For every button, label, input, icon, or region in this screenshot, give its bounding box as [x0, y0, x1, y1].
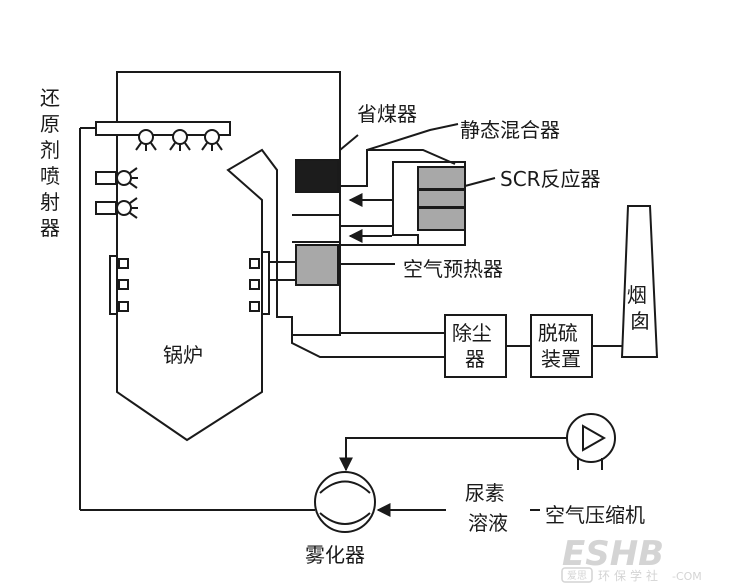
dust-collector-label: 除尘 器	[452, 321, 498, 371]
static-mixer-label: 静态混合器	[460, 118, 560, 142]
chimney-outline	[620, 205, 659, 358]
side-injector-pipe-2	[95, 201, 117, 215]
watermark: ESHB 爱思 环保学社 -COM	[561, 534, 702, 583]
scr-reactor-label: SCR反应器	[500, 167, 601, 191]
chimney-label: 烟 囱	[627, 283, 653, 333]
left-port-1	[118, 258, 129, 269]
atomizer-blade-bottom	[319, 512, 371, 525]
air-line-to-atomizer	[339, 437, 567, 472]
nozzle-3	[201, 129, 223, 151]
scr-catalyst-3	[417, 207, 466, 231]
right-port-1	[249, 258, 260, 269]
air-preheater-block	[295, 244, 339, 286]
flue-to-dust-collector	[339, 280, 445, 334]
scr-catalyst-2	[417, 189, 466, 208]
reductant-injector-label: 还 原 剂 喷 射 器	[40, 86, 66, 240]
scr-reactor-leader	[464, 177, 496, 187]
watermark-badge-box	[561, 567, 593, 583]
top-nozzle-row	[116, 129, 223, 219]
economizer-block	[295, 159, 339, 193]
desulfurization-label: 脱硫 装置	[538, 321, 584, 371]
right-port-3	[249, 301, 260, 312]
air-compressor-symbol	[582, 424, 607, 452]
air-compressor-label: 空气压缩机	[545, 503, 645, 527]
atomizer-label: 雾化器	[305, 543, 365, 567]
left-wall-pipe	[109, 255, 118, 315]
boiler-label: 锅炉	[163, 343, 203, 367]
economizer-label: 省煤器	[357, 102, 417, 126]
watermark-badge: 爱思	[567, 569, 587, 582]
economizer-leader	[339, 134, 359, 151]
nozzle-2	[169, 129, 191, 151]
static-mixer-leader	[366, 123, 459, 151]
urea-solution-label: 尿素 溶液	[465, 481, 511, 535]
right-port-2	[249, 279, 260, 290]
nozzle-1	[135, 129, 157, 151]
atomizer-circle	[314, 471, 376, 533]
boiler-outline	[116, 71, 341, 442]
air-preheater-label: 空气预热器	[403, 257, 503, 281]
atomizer-blade-top	[319, 480, 371, 494]
watermark-domain: -COM	[672, 570, 702, 583]
left-port-2	[118, 279, 129, 290]
nozzle-4	[116, 167, 138, 189]
flue-return-lower	[291, 335, 445, 358]
side-injector-pipe-1	[95, 171, 117, 185]
scr-catalyst-1	[417, 166, 466, 190]
nozzle-5	[116, 197, 138, 219]
left-port-3	[118, 301, 129, 312]
right-wall-pipe	[261, 251, 270, 315]
watermark-text: 环保学社	[598, 568, 662, 583]
dust-collector-box	[444, 314, 507, 378]
